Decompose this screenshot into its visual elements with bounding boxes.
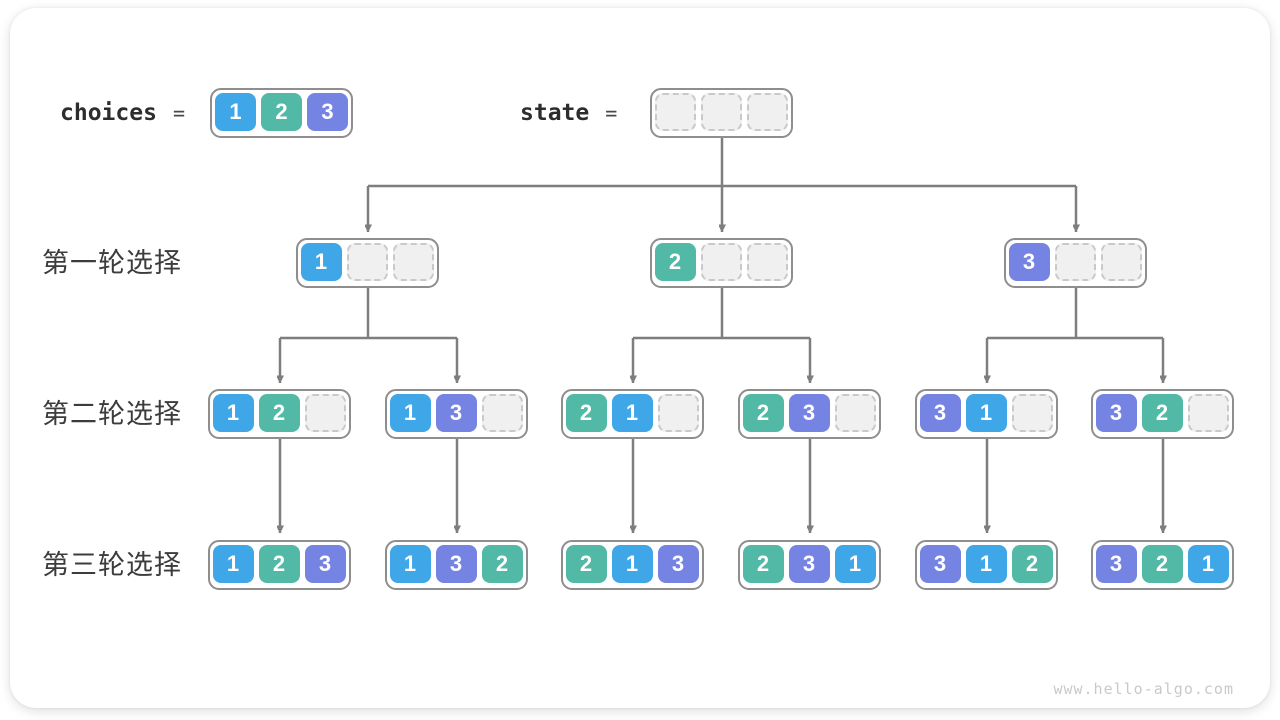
cell-value-2: 2	[565, 545, 607, 583]
cell-value-1: 1	[215, 93, 256, 131]
cell-value-3: 3	[435, 545, 477, 583]
cell-empty	[1187, 394, 1229, 432]
cell-value-3: 3	[657, 545, 699, 583]
cell-value-1: 1	[611, 394, 653, 432]
cell-value-3: 3	[788, 545, 830, 583]
cell-value-1: 1	[212, 394, 254, 432]
cell-value-1: 1	[300, 243, 342, 281]
cell-empty	[654, 93, 696, 131]
cell-empty	[481, 394, 523, 432]
cell-empty	[1011, 394, 1053, 432]
cell-value-1: 1	[212, 545, 254, 583]
state-label: state =	[520, 88, 617, 138]
cell-value-3: 3	[304, 545, 346, 583]
cell-empty	[834, 394, 876, 432]
choices-label: choices =	[60, 88, 185, 138]
cell-value-3: 3	[919, 394, 961, 432]
choices-label-text: choices	[60, 100, 157, 126]
cell-value-3: 3	[1095, 394, 1137, 432]
cell-empty	[346, 243, 388, 281]
round-2-label: 第二轮选择	[42, 399, 182, 429]
round-1-label: 第一轮选择	[42, 248, 182, 278]
cell-empty	[1100, 243, 1142, 281]
cell-value-2: 2	[1141, 545, 1183, 583]
cell-empty	[746, 93, 788, 131]
cell-value-2: 2	[1011, 545, 1053, 583]
cell-value-1: 1	[965, 545, 1007, 583]
watermark: www.hello-algo.com	[1053, 680, 1234, 698]
cell-value-2: 2	[258, 545, 300, 583]
cell-value-3: 3	[788, 394, 830, 432]
cell-value-1: 1	[389, 545, 431, 583]
cell-value-3: 3	[435, 394, 477, 432]
choices-equals-sign: =	[172, 101, 185, 125]
cell-empty	[657, 394, 699, 432]
cell-value-3: 3	[919, 545, 961, 583]
cell-empty	[1054, 243, 1096, 281]
state-box	[649, 88, 793, 138]
cell-value-1: 1	[611, 545, 653, 583]
cell-value-2: 2	[565, 394, 607, 432]
cell-value-2: 2	[742, 545, 784, 583]
cell-value-1: 1	[1187, 545, 1229, 583]
cell-value-3: 3	[1095, 545, 1137, 583]
cell-value-2: 2	[258, 394, 300, 432]
cell-value-1: 1	[389, 394, 431, 432]
cell-value-2: 2	[742, 394, 784, 432]
cell-value-3: 3	[1008, 243, 1050, 281]
cell-value-1: 1	[965, 394, 1007, 432]
state-equals-sign: =	[605, 101, 618, 125]
cell-value-2: 2	[654, 243, 696, 281]
cell-value-2: 2	[261, 93, 302, 131]
round-1-box-2: 2	[649, 238, 793, 288]
round-1-box-3: 3	[1003, 238, 1147, 288]
cell-value-1: 1	[834, 545, 876, 583]
cell-value-2: 2	[1141, 394, 1183, 432]
cell-empty	[304, 394, 346, 432]
cell-empty	[700, 93, 742, 131]
cell-value-3: 3	[307, 93, 348, 131]
round-3-label: 第三轮选择	[42, 550, 182, 580]
cell-empty	[746, 243, 788, 281]
state-label-text: state	[520, 100, 590, 126]
cell-empty	[700, 243, 742, 281]
round-1-box-1: 1	[295, 238, 439, 288]
cell-empty	[392, 243, 434, 281]
cell-value-2: 2	[481, 545, 523, 583]
